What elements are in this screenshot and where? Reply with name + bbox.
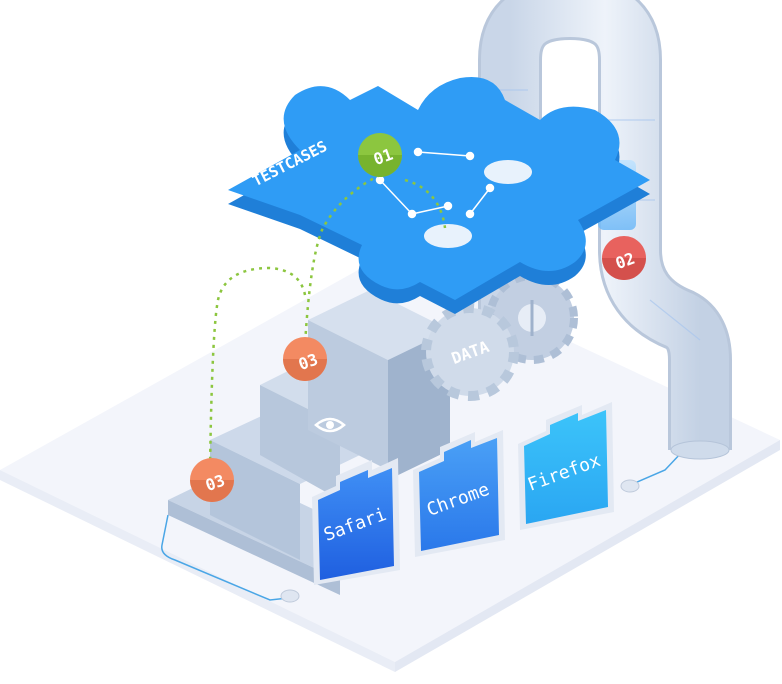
browser-folder-safari: Safari	[312, 458, 400, 585]
eye-icon	[314, 417, 346, 433]
data-gear-icon: DATA	[421, 303, 519, 401]
connection-wires	[161, 451, 683, 603]
browser-folder-chrome: Chrome	[413, 430, 505, 557]
browser-folder-firefox: Firefox	[518, 402, 614, 530]
stairs	[168, 290, 450, 595]
marker-03-lower: 03	[190, 458, 234, 502]
marker-02: 02	[602, 236, 646, 280]
testcases-puzzle-piece: TESTCASES	[228, 76, 650, 314]
marker-01: 01	[358, 133, 402, 177]
wire-node-right	[620, 479, 640, 493]
test-paths	[208, 173, 447, 471]
marker-03-upper: 03	[283, 337, 327, 381]
network-lines	[375, 147, 495, 219]
browser-folders: Safari Chrome Firefox	[312, 402, 614, 585]
wire-node-left	[280, 589, 300, 603]
